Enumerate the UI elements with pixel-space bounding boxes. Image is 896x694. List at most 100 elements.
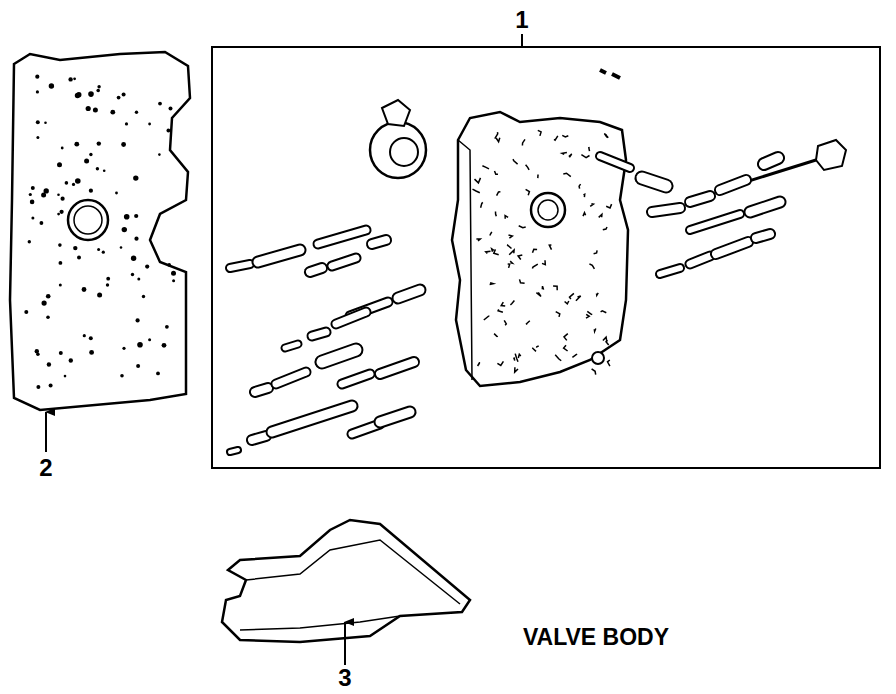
plate-hole: [40, 221, 44, 225]
spool: [332, 258, 356, 266]
spool: [716, 242, 748, 254]
plate-hole: [165, 325, 169, 329]
passage-mark: [510, 301, 514, 305]
plate-hole: [145, 265, 149, 269]
plate-hole: [74, 142, 79, 147]
spool: [380, 412, 410, 422]
spool: [690, 214, 740, 230]
passage-mark: [564, 334, 568, 341]
passage-mark: [526, 189, 530, 195]
pump-piece: [382, 100, 410, 126]
plate-hole: [117, 96, 121, 100]
plate-hole: [57, 213, 60, 216]
plate-hole: [110, 110, 115, 115]
spool: [342, 374, 370, 384]
passage-mark: [606, 204, 611, 208]
passage-mark: [494, 249, 499, 254]
spool: [342, 374, 370, 384]
plate-hole: [61, 147, 64, 150]
plate-hole: [137, 342, 143, 348]
passage-mark: [606, 134, 609, 137]
plate-hole: [86, 106, 91, 111]
valve-body-edge: [458, 140, 472, 380]
spool: [336, 312, 366, 324]
passage-mark: [486, 251, 491, 253]
callout-number: 2: [39, 456, 52, 480]
passage-mark: [495, 171, 499, 174]
spool: [285, 344, 298, 348]
passage-mark: [572, 354, 577, 357]
spool: [336, 312, 366, 324]
spool: [398, 290, 420, 298]
plate-hole: [30, 200, 35, 205]
plate-hole: [125, 122, 128, 125]
plate-hole: [49, 83, 54, 88]
passage-mark: [594, 329, 596, 332]
passage-mark: [501, 302, 505, 306]
plate-hole: [115, 192, 118, 195]
spool: [716, 242, 748, 254]
spool: [380, 362, 414, 374]
cover-edge: [246, 540, 460, 604]
plate-hole: [97, 85, 100, 88]
spool: [372, 240, 386, 244]
plate-hole: [46, 294, 51, 299]
spool: [310, 268, 322, 272]
plate-hole: [120, 246, 123, 249]
spool: [600, 156, 630, 168]
valve-body-bore: [531, 193, 565, 227]
plate-hole: [44, 188, 49, 193]
spool: [690, 196, 710, 202]
spool: [652, 208, 680, 212]
spool: [690, 214, 740, 230]
passage-mark: [473, 189, 480, 193]
spool: [230, 450, 238, 452]
spool: [750, 202, 780, 212]
passage-mark: [527, 321, 530, 325]
spool: [276, 372, 306, 384]
plate-hole: [89, 336, 93, 340]
passage-mark: [556, 312, 560, 317]
spool: [750, 202, 780, 212]
leader-line: [521, 34, 523, 47]
plate-holes: [24, 75, 176, 389]
passage-mark: [589, 264, 594, 269]
passage-mark: [549, 245, 551, 250]
plate-hole: [31, 217, 34, 220]
diagram-caption: VALVE BODY: [523, 626, 669, 649]
plate-hole: [136, 364, 140, 368]
plate-hole: [133, 175, 138, 180]
passage-mark: [538, 130, 541, 136]
plate-hole: [57, 194, 60, 197]
passage-mark: [481, 202, 483, 207]
plate-hole: [36, 90, 39, 93]
passage-mark: [495, 212, 497, 217]
plate-hole: [64, 375, 67, 378]
spool: [230, 264, 250, 268]
plate-hole: [89, 189, 93, 193]
passage-mark: [603, 337, 607, 341]
plate-hole: [137, 277, 140, 280]
plate-hole: [75, 178, 81, 184]
passage-mark: [603, 227, 607, 230]
spool: [252, 436, 266, 440]
plate-hole: [73, 246, 77, 250]
spool: [258, 250, 300, 262]
passage-mark: [554, 136, 558, 140]
plate-hole: [84, 159, 89, 164]
passage-mark: [533, 348, 536, 352]
passage-mark: [508, 264, 510, 268]
spool: [318, 230, 366, 244]
plate-hole: [96, 89, 100, 93]
plate-hole: [134, 214, 138, 218]
passage-mark: [597, 293, 599, 295]
plate-hole: [124, 214, 130, 220]
passage-mark: [504, 320, 506, 325]
callout-number: 1: [515, 8, 528, 32]
passage-mark: [482, 166, 489, 169]
passage-mark: [570, 293, 574, 299]
pin: [600, 70, 620, 78]
spool: [690, 196, 710, 202]
spool: [258, 250, 300, 262]
